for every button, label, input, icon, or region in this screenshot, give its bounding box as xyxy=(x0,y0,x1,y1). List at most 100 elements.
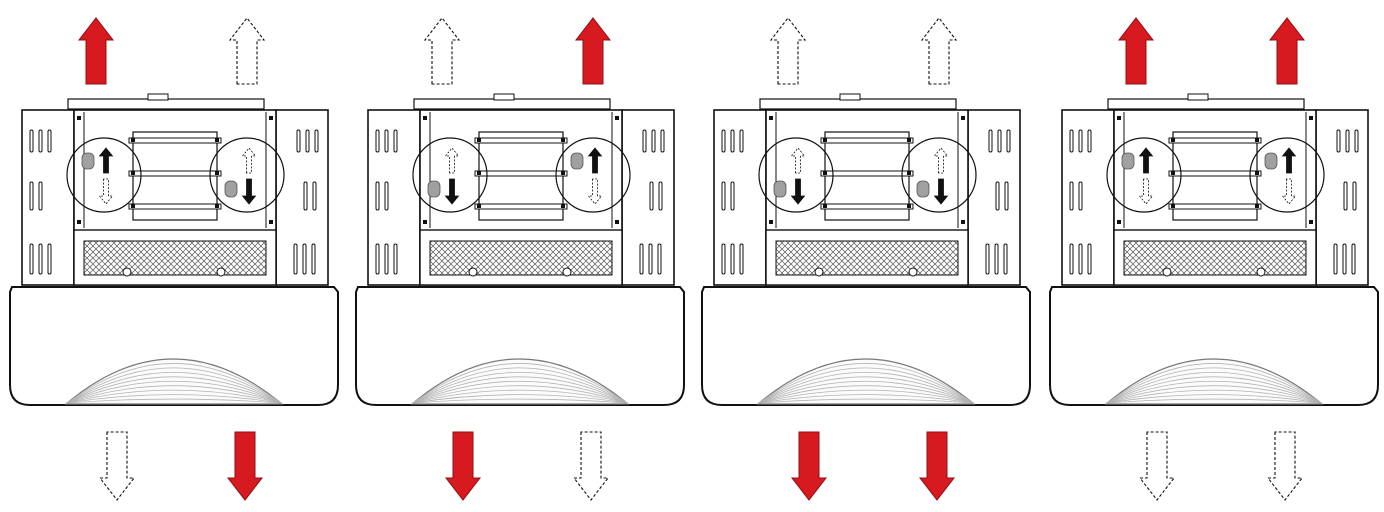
right-side-panel xyxy=(621,109,675,286)
dial-knob xyxy=(1121,152,1135,170)
vent-slot xyxy=(303,181,308,211)
solid-red-up-arrow-icon xyxy=(1268,17,1306,85)
dashed-down-arrow-icon xyxy=(1266,431,1304,501)
dial-knob xyxy=(773,180,787,198)
lens-dome xyxy=(756,358,976,405)
dial-down-arrow-icon xyxy=(790,178,806,205)
vent-slot xyxy=(375,129,380,153)
vent-slot xyxy=(384,129,389,153)
lens-ring xyxy=(1105,367,1323,405)
dial-up-arrow-icon xyxy=(444,147,460,174)
vent-slot xyxy=(721,181,726,211)
lower-housing xyxy=(9,286,339,406)
lens-ring xyxy=(65,398,283,404)
vent-slot xyxy=(730,129,735,153)
vent-slot xyxy=(739,243,744,275)
screw xyxy=(1117,116,1121,120)
vent-slot xyxy=(1087,243,1092,275)
screw xyxy=(1117,220,1121,224)
screw xyxy=(131,204,135,208)
lens-ring xyxy=(1105,363,1323,405)
vent-slot xyxy=(739,129,744,153)
filter-mesh xyxy=(429,240,613,276)
screw xyxy=(77,116,81,120)
lower-housing xyxy=(701,286,1031,406)
dashed-down-arrow-icon xyxy=(98,431,136,501)
damper-slat xyxy=(820,170,914,177)
screw xyxy=(215,171,219,175)
screw xyxy=(1255,138,1259,142)
vent-slot xyxy=(657,243,662,275)
screw xyxy=(1171,171,1175,175)
dial-up-arrow-icon xyxy=(587,147,603,174)
dial-ring xyxy=(758,137,834,213)
unit-panel-1 xyxy=(9,17,339,501)
filter-latch xyxy=(908,267,918,277)
dial-knob xyxy=(81,152,95,170)
vent-slot xyxy=(393,129,398,153)
lens-ring xyxy=(1105,371,1323,405)
vent-slot xyxy=(642,129,647,153)
screw xyxy=(269,220,273,224)
lens-ring xyxy=(65,376,283,404)
vent-slot xyxy=(994,243,999,275)
damper-slat xyxy=(1168,170,1262,177)
dial-ring xyxy=(66,137,142,213)
screw xyxy=(769,220,773,224)
lens-ring xyxy=(65,385,283,404)
lower-housing xyxy=(1049,286,1379,406)
vent-slot xyxy=(375,243,380,275)
right-airflow-dial xyxy=(555,137,631,213)
dial-up-arrow-icon xyxy=(1281,147,1297,174)
lens-ring xyxy=(1105,385,1323,404)
left-airflow-dial xyxy=(758,137,834,213)
lens-ring xyxy=(757,376,975,404)
lens-ring xyxy=(411,380,629,404)
dial-ring xyxy=(555,137,631,213)
filter-mesh xyxy=(1123,240,1307,276)
right-side-panel xyxy=(967,109,1021,286)
vent-slot xyxy=(730,181,735,211)
lens-ring xyxy=(411,389,629,404)
lens-ring xyxy=(411,363,629,405)
filter-latch xyxy=(562,267,572,277)
vent-slot xyxy=(1333,243,1338,275)
vent-slot xyxy=(649,181,654,211)
screw xyxy=(1171,204,1175,208)
damper-slat xyxy=(1168,203,1262,210)
dial-down-arrow-icon xyxy=(1281,178,1297,205)
dashed-down-arrow-icon xyxy=(1138,431,1176,501)
right-airflow-dial xyxy=(209,137,285,213)
lens-ring xyxy=(757,371,975,405)
vent-slot xyxy=(47,129,52,153)
dial-down-arrow-icon xyxy=(587,178,603,205)
screw xyxy=(823,138,827,142)
vent-slot xyxy=(38,243,43,275)
vent-slot xyxy=(658,181,663,211)
screw xyxy=(907,138,911,142)
lens-ring xyxy=(757,385,975,404)
vent-slot xyxy=(1006,129,1011,153)
vent-slot xyxy=(302,243,307,275)
screw xyxy=(477,138,481,142)
screw xyxy=(561,204,565,208)
dial-up-arrow-icon xyxy=(241,147,257,174)
vent-slot xyxy=(305,129,310,153)
vent-slot xyxy=(1078,181,1083,211)
damper-slat xyxy=(474,170,568,177)
lens-ring xyxy=(757,398,975,404)
vent-slot xyxy=(393,243,398,275)
solid-red-down-arrow-icon xyxy=(226,431,264,501)
vent-slot xyxy=(311,243,316,275)
dashed-down-arrow-icon xyxy=(572,431,610,501)
lens-ring xyxy=(65,389,283,404)
vent-slot xyxy=(1087,129,1092,153)
screw xyxy=(215,204,219,208)
lens-dome xyxy=(64,358,284,405)
unit-panel-3 xyxy=(701,17,1031,501)
solid-red-down-arrow-icon xyxy=(918,431,956,501)
damper-slat xyxy=(128,170,222,177)
solid-red-down-arrow-icon xyxy=(444,431,482,501)
screw xyxy=(477,204,481,208)
